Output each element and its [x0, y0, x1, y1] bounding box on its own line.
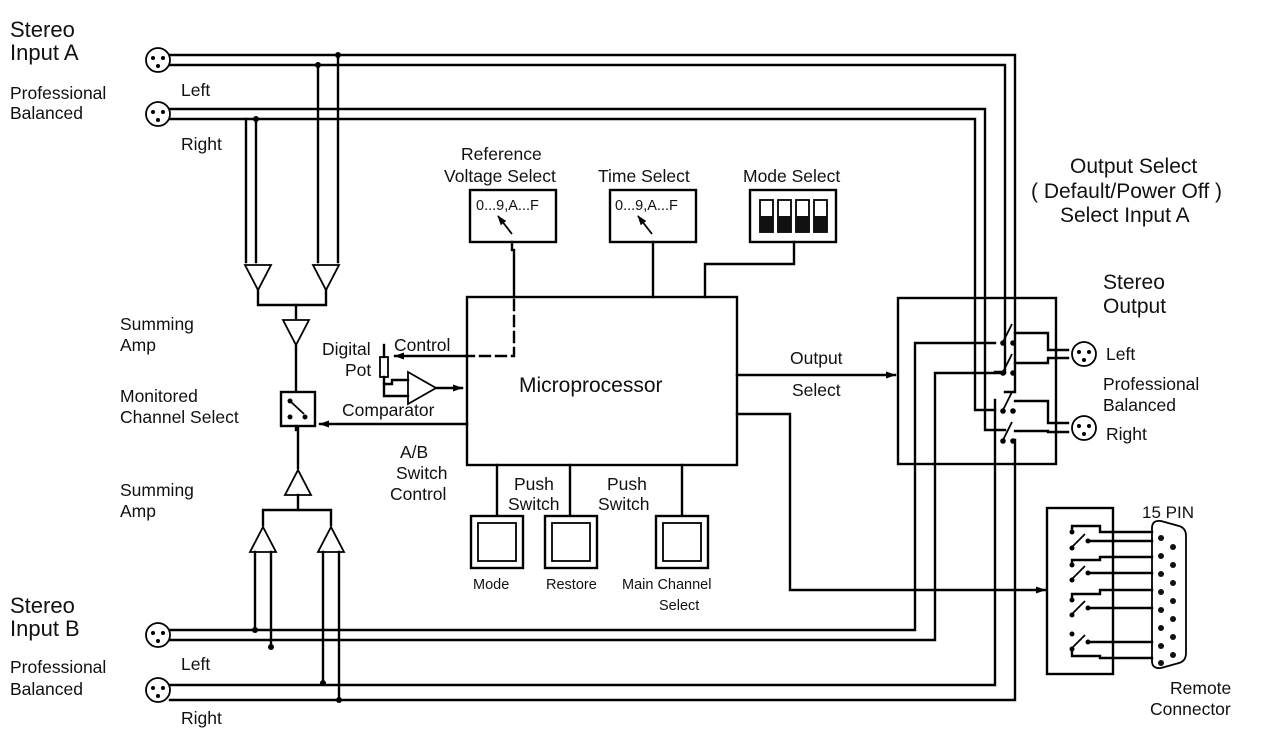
control-line [393, 248, 516, 360]
xlr-input-b-left [145, 622, 171, 648]
comparator-label: Comparator [342, 400, 435, 420]
top-summing-taps [244, 52, 341, 264]
input-a-title-1: Stereo [10, 17, 75, 42]
output-select-note-1: Output Select [1070, 155, 1197, 178]
stereo-output-pro-2: Balanced [1103, 395, 1176, 415]
input-b-left-label: Left [181, 654, 210, 674]
button-main-label-2: Select [659, 598, 699, 614]
mode-select-label: Mode Select [743, 166, 840, 186]
summing-top-2: Amp [120, 335, 156, 355]
input-b-pro-1: Professional [10, 657, 106, 677]
push-switches [469, 463, 710, 570]
remote-pins: 15 PIN [1142, 503, 1194, 522]
ref-voltage-dial: 0...9,A...F [476, 198, 539, 214]
input-b-pro-2: Balanced [10, 679, 83, 699]
db15-connector [1151, 519, 1187, 670]
remote-2: Connector [1150, 699, 1231, 719]
ab-switch-3: Control [390, 484, 446, 504]
summing-bottom-1: Summing [120, 480, 194, 500]
monitor-switch-box [279, 390, 317, 428]
output-select-signal-1: Output [790, 348, 843, 368]
push-switch-2-b: Switch [598, 494, 650, 514]
xlr-output-left [1071, 341, 1097, 367]
stereo-output-2: Output [1103, 295, 1166, 318]
output-select-note-2: ( Default/Power Off ) [1031, 180, 1222, 203]
xlr-input-a-right [145, 101, 171, 127]
input-a-title-2: Input A [10, 40, 79, 65]
control-label: Control [394, 335, 450, 355]
push-switch-1-a: Push [514, 474, 554, 494]
time-select-dial-text: 0...9,A...F [615, 198, 678, 214]
remote-relay-box [1045, 506, 1154, 676]
monitor-1: Monitored [120, 386, 198, 406]
ab-switch-2: Switch [396, 463, 448, 483]
button-main-label-1: Main Channel [622, 577, 711, 593]
stereo-output-right: Right [1106, 424, 1147, 444]
input-a-pro-2: Balanced [10, 103, 83, 123]
microprocessor-block [465, 295, 739, 467]
digital-pot-1: Digital [322, 339, 371, 359]
top-buffer-amps [243, 264, 341, 392]
push-switch-2-a: Push [607, 474, 647, 494]
push-switch-1-b: Switch [508, 494, 560, 514]
digital-pot-2: Pot [345, 360, 371, 380]
ref-voltage-2: Voltage Select [444, 166, 556, 186]
input-a-right-label: Right [181, 134, 222, 154]
input-b-right-label: Right [181, 708, 222, 728]
output-switch-box [896, 296, 1070, 466]
output-select-signal-2: Select [792, 380, 841, 400]
stereo-output-pro-1: Professional [1103, 374, 1199, 394]
time-select-dial [608, 188, 698, 299]
input-b-title-2: Input B [10, 616, 80, 641]
button-mode-label: Mode [473, 577, 509, 593]
bottom-buffer-amps [248, 426, 346, 703]
reference-voltage-dial [468, 188, 558, 252]
input-a-left-label: Left [181, 80, 210, 100]
remote-line [735, 412, 1047, 594]
comparator [379, 343, 464, 406]
stereo-output-left: Left [1106, 344, 1135, 364]
input-a-pro-1: Professional [10, 83, 106, 103]
xlr-input-b-right [145, 677, 171, 703]
microprocessor-label: Microprocessor [519, 374, 663, 397]
mode-select-dip [703, 188, 838, 299]
ab-switch-1: A/B [400, 442, 428, 462]
ref-voltage-1: Reference [461, 144, 542, 164]
input-b-wires [168, 341, 1017, 702]
xlr-input-a-left [145, 47, 171, 73]
stereo-output-1: Stereo [1103, 271, 1165, 294]
output-select-note-3: Select Input A [1060, 204, 1190, 227]
input-b-title-1: Stereo [10, 593, 75, 618]
button-restore-label: Restore [546, 577, 597, 593]
time-select-label: Time Select [598, 166, 690, 186]
summing-top-1: Summing [120, 314, 194, 334]
remote-1: Remote [1170, 678, 1231, 698]
monitor-2: Channel Select [120, 407, 239, 427]
xlr-output-right [1071, 415, 1097, 441]
summing-bottom-2: Amp [120, 501, 156, 521]
